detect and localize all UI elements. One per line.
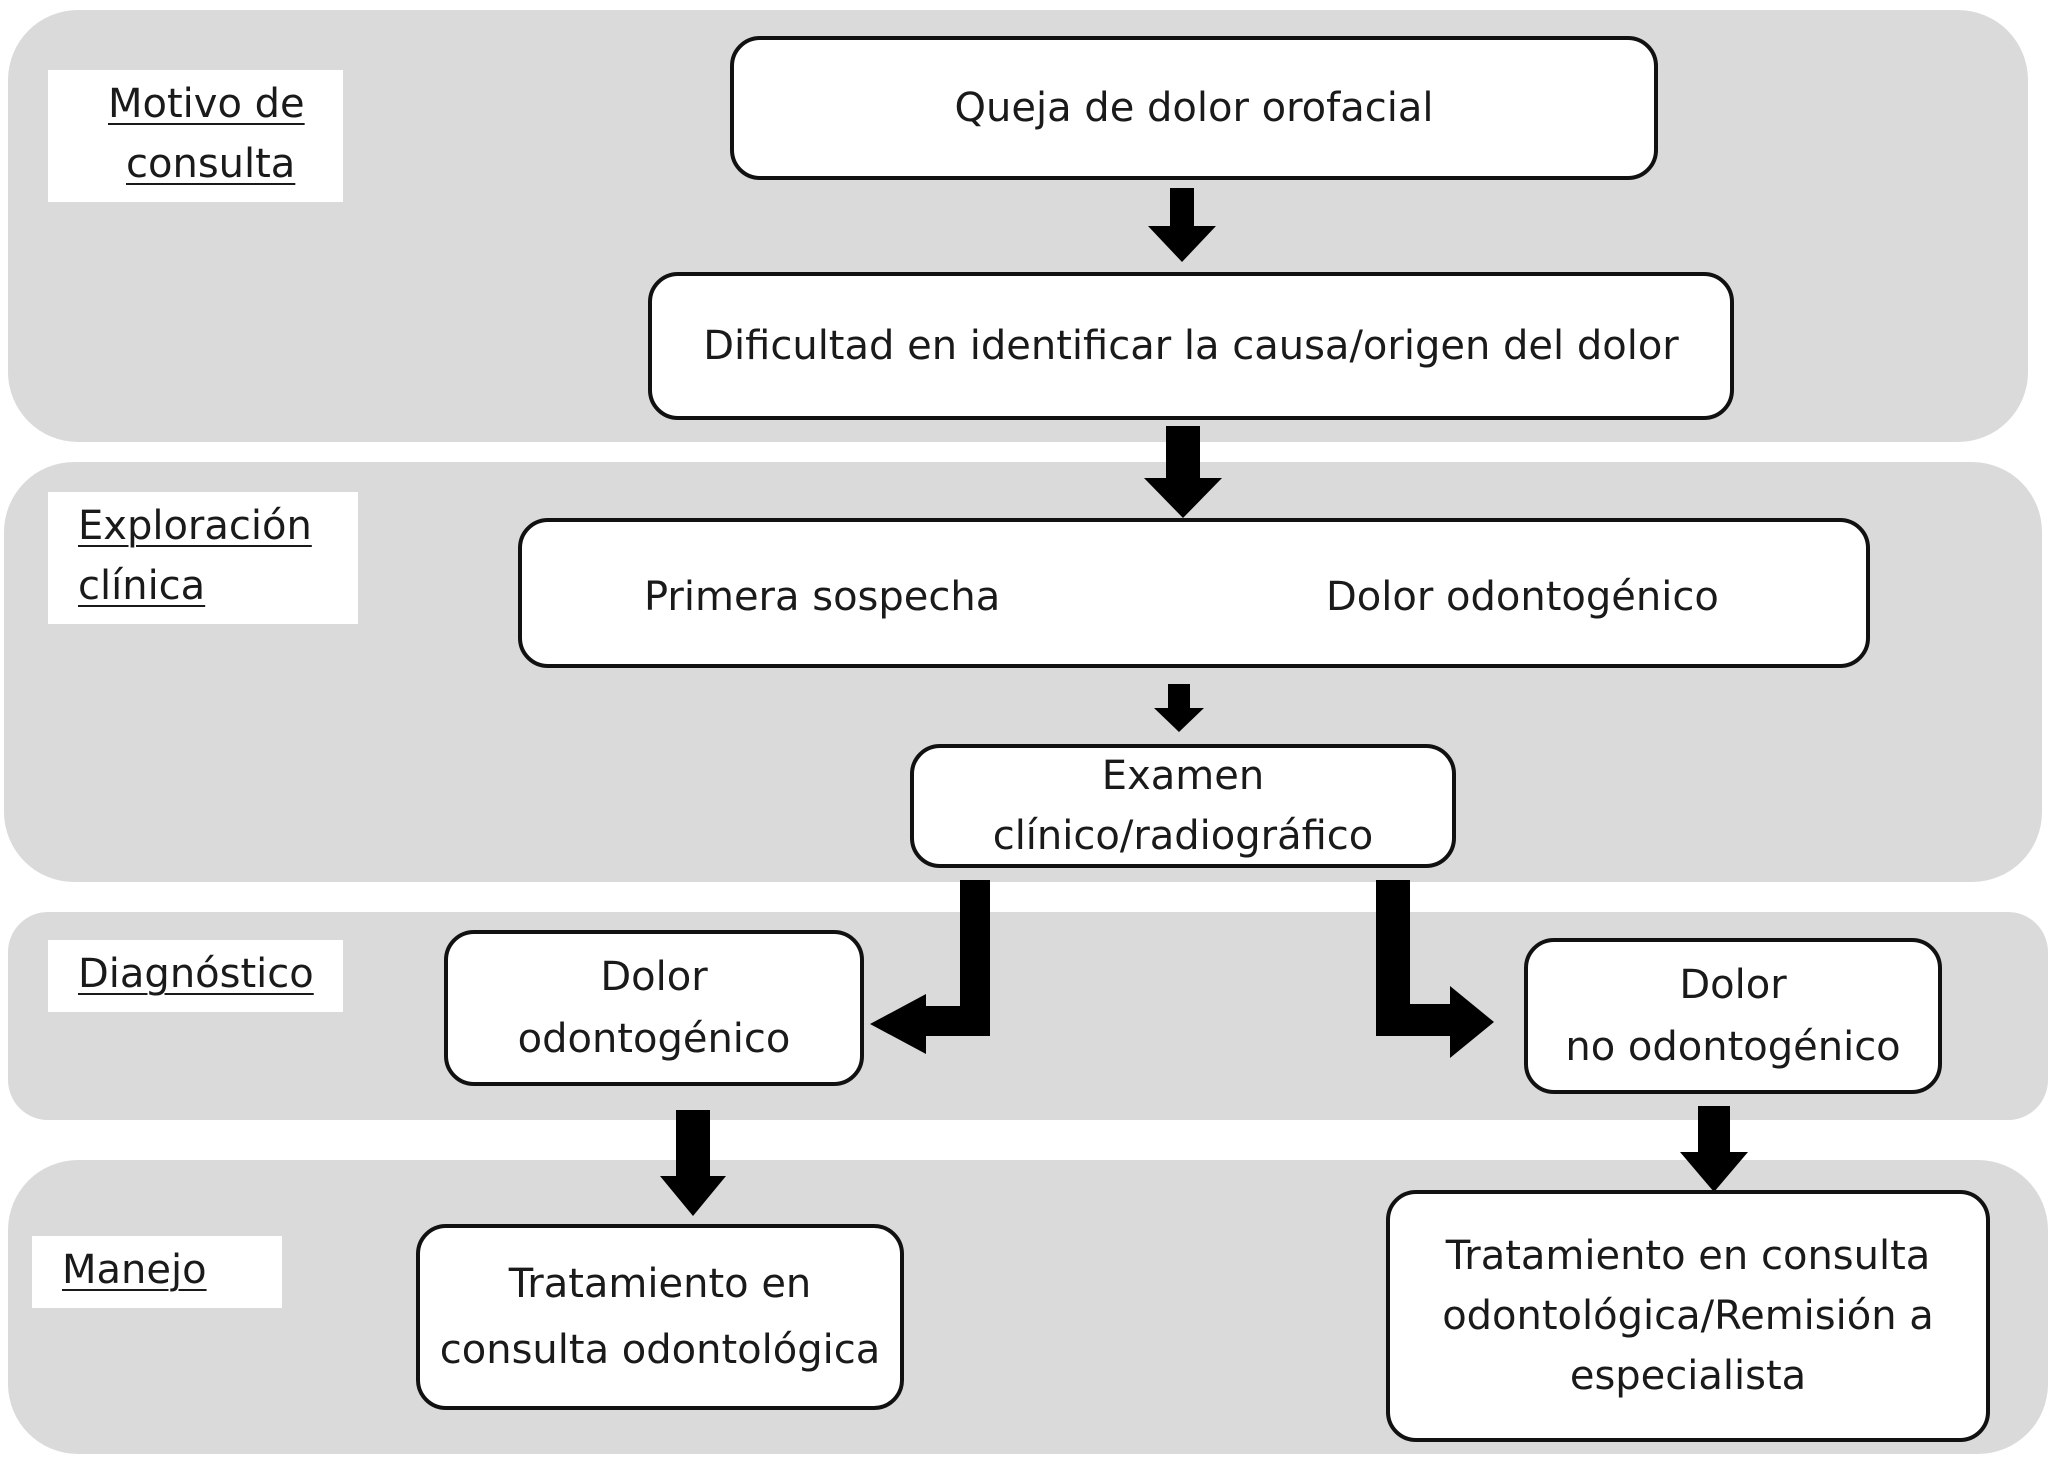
stage-label-diagnostico-line1: Diagnóstico — [78, 951, 314, 997]
stage-label-exploracion: Exploración clínica — [48, 492, 358, 624]
node-dx-odontogenico-line2: odontogénico — [517, 1016, 791, 1062]
node-examen-clinico-radiografico: Examen clínico/radiográfico — [910, 744, 1456, 868]
stage-label-motivo-line2: consulta — [126, 141, 296, 187]
arrow-examen-to-dx-no-odontogenico — [1376, 880, 1494, 1058]
node-dificultad-line1: Dificultad en identificar la causa/orige… — [703, 323, 1679, 369]
node-dx-no-odontogenico-line2: no odontogénico — [1565, 1024, 1901, 1070]
node-manejo-no-odontogenico-line1: Tratamiento en consulta — [1445, 1233, 1931, 1279]
stage-label-manejo-line1: Manejo — [62, 1247, 207, 1293]
node-manejo-tratamiento-remision: Tratamiento en consulta odontológica/Rem… — [1386, 1190, 1990, 1442]
node-manejo-no-odontogenico-line3: especialista — [1569, 1353, 1807, 1399]
stage-label-motivo-line1: Motivo de — [108, 81, 305, 127]
node-manejo-odontogenico-line2: consulta odontológica — [439, 1327, 881, 1373]
stage-label-manejo: Manejo — [32, 1236, 282, 1308]
arrow-queja-to-dificultad — [1148, 188, 1216, 262]
stage-label-motivo: Motivo de consulta — [48, 70, 343, 202]
arrow-dx-no-odontogenico-to-manejo — [1680, 1106, 1748, 1192]
node-manejo-odontogenico-line1: Tratamiento en — [508, 1261, 812, 1307]
arrow-dx-odontogenico-to-manejo — [660, 1110, 726, 1216]
node-dx-no-odontogenico-line1: Dolor — [1679, 962, 1787, 1008]
arrow-sospecha-to-examen — [1154, 684, 1204, 732]
stage-label-exploracion-line1: Exploración — [78, 503, 312, 549]
arrow-examen-to-dx-odontogenico — [870, 880, 990, 1054]
node-examen-line1: Examen — [1101, 753, 1265, 799]
node-primera-sospecha: Primera sospecha Dolor odontogénico — [518, 518, 1870, 668]
node-queja-line1: Queja de dolor orofacial — [954, 85, 1434, 131]
arrow-dificultad-to-sospecha — [1144, 426, 1222, 518]
node-primera-sospecha-label: Primera sospecha — [644, 574, 1001, 620]
node-dx-dolor-no-odontogenico: Dolor no odontogénico — [1524, 938, 1942, 1094]
node-dx-odontogenico-line1: Dolor — [600, 954, 708, 1000]
node-manejo-no-odontogenico-line2: odontológica/Remisión a — [1442, 1293, 1934, 1339]
node-dificultad-identificar: Dificultad en identificar la causa/orige… — [648, 272, 1734, 420]
stage-label-exploracion-line2: clínica — [78, 563, 206, 609]
node-dx-dolor-odontogenico: Dolor odontogénico — [444, 930, 864, 1086]
node-dolor-odontogenico-sospecha-label: Dolor odontogénico — [1326, 574, 1719, 620]
node-examen-line2: clínico/radiográfico — [992, 813, 1374, 859]
node-queja-dolor-orofacial: Queja de dolor orofacial — [730, 36, 1658, 180]
node-manejo-tratamiento-consulta: Tratamiento en consulta odontológica — [416, 1224, 904, 1410]
stage-label-diagnostico: Diagnóstico — [48, 940, 343, 1012]
